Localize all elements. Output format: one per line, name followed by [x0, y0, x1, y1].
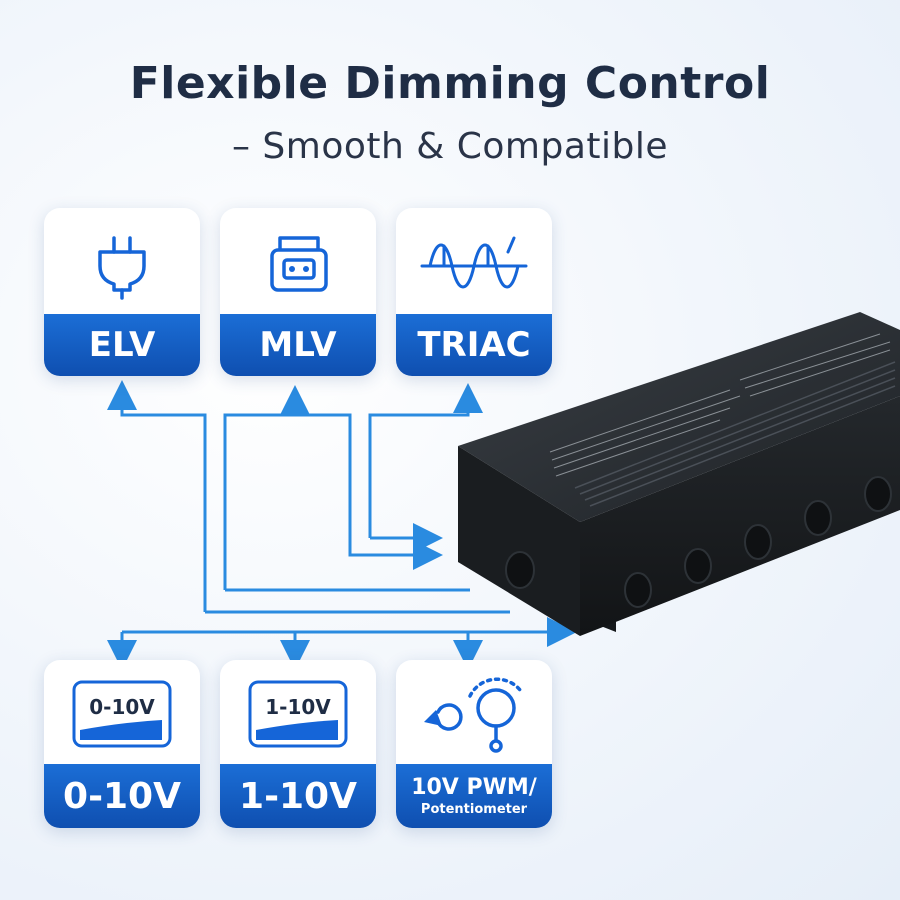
card-1-10v: 1-10V 1-10V — [220, 660, 376, 828]
card-1-10v-label: 1-10V — [220, 764, 376, 828]
potentiometer-icon — [424, 677, 522, 753]
card-triac-label: TRIAC — [396, 314, 552, 376]
card-0-10v-label: 0-10V — [44, 764, 200, 828]
card-0-10v: 0-10V 0-10V — [44, 660, 200, 828]
icon-text: 1-10V — [265, 695, 331, 719]
transformer-icon — [270, 236, 328, 292]
card-mlv-label: MLV — [220, 314, 376, 376]
waveform-icon — [420, 236, 528, 289]
page-subtitle: – Smooth & Compatible — [231, 126, 669, 167]
plug-icon — [98, 236, 146, 300]
dimmer-slider-icon: 1-10V — [248, 680, 348, 748]
card-pwm-label: 10V PWM/ Potentiometer — [396, 764, 552, 828]
led-driver-device — [458, 312, 900, 636]
card-triac: TRIAC — [396, 208, 552, 376]
page-title: Flexible Dimming Control — [129, 58, 771, 109]
dimmer-slider-icon: 0-10V — [72, 680, 172, 748]
card-pwm: 10V PWM/ Potentiometer — [396, 660, 552, 828]
card-elv: ELV — [44, 208, 200, 376]
icon-text: 0-10V — [89, 695, 155, 719]
card-mlv: MLV — [220, 208, 376, 376]
card-elv-label: ELV — [44, 314, 200, 376]
